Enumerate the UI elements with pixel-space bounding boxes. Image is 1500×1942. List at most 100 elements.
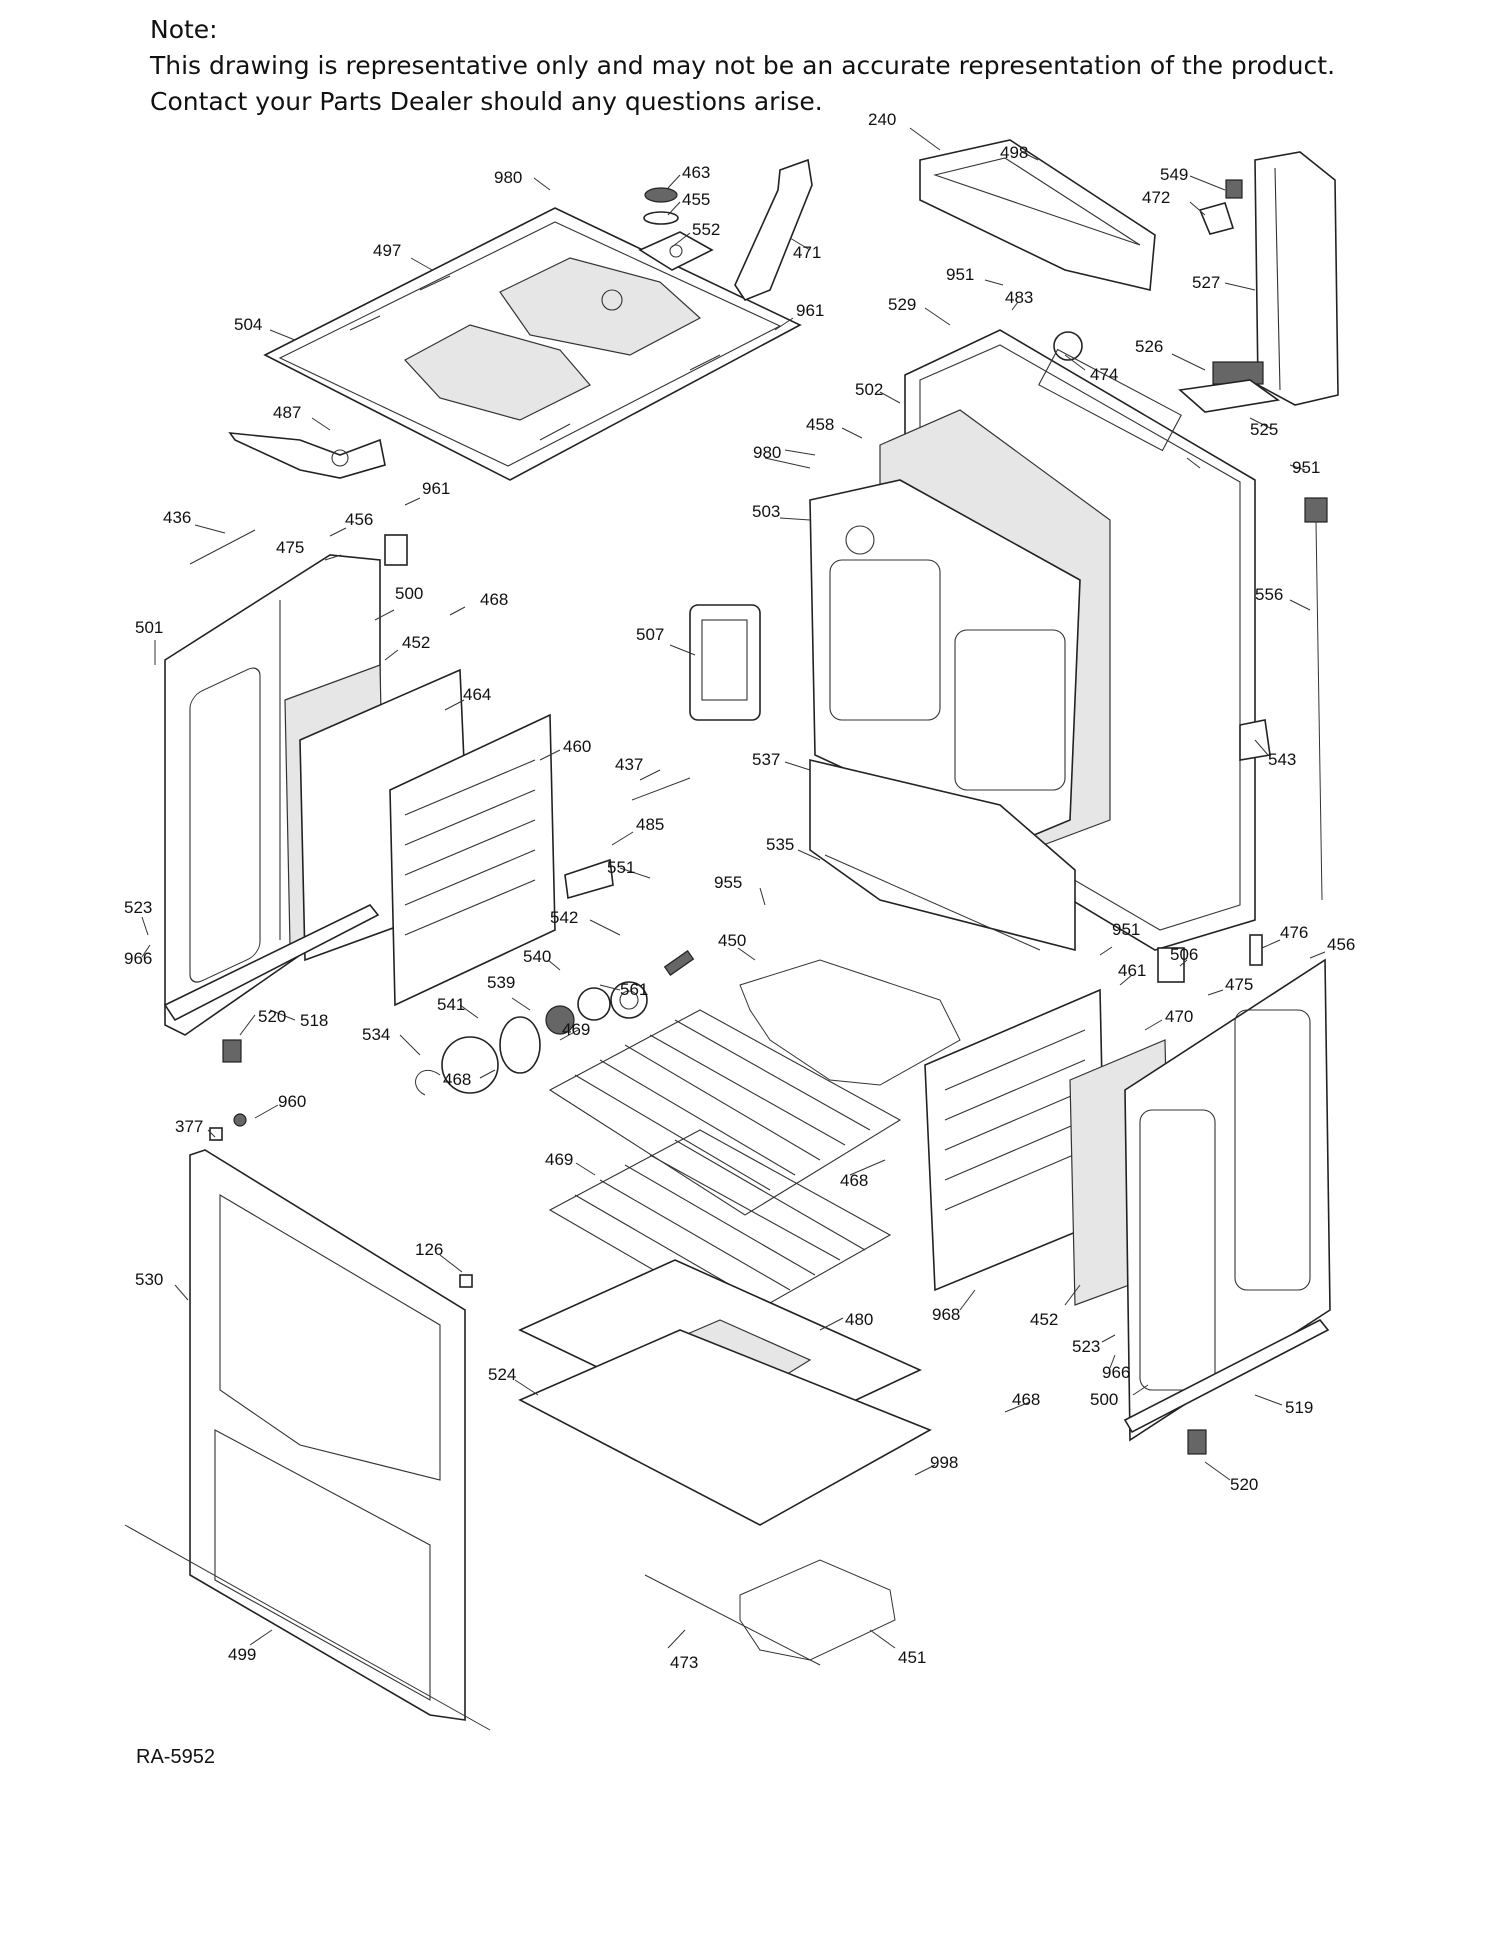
note-line-1: This drawing is representative only and … [150, 51, 1336, 80]
callout-537: 537 [752, 750, 780, 769]
callout-leaders [141, 127, 1326, 1649]
callout-450: 450 [718, 931, 746, 950]
callout-377: 377 [175, 1117, 203, 1136]
callout-955: 955 [714, 873, 742, 892]
note-line-2: Contact your Parts Dealer should any que… [150, 87, 823, 116]
callout-535: 535 [766, 835, 794, 854]
front-frame [189, 1149, 466, 1721]
callout-951-top: 951 [946, 265, 974, 284]
callout-452-left: 452 [402, 633, 430, 652]
callout-475-right: 475 [1225, 975, 1253, 994]
callout-487: 487 [273, 403, 301, 422]
control-bracket [689, 604, 761, 721]
callout-460: 460 [563, 737, 591, 756]
callout-540: 540 [523, 947, 551, 966]
callout-472: 472 [1142, 188, 1170, 207]
power-cord [1304, 497, 1328, 901]
callout-464: 464 [463, 685, 491, 704]
lower-panel [809, 758, 1076, 952]
callout-539: 539 [487, 973, 515, 992]
cooktop-top-panel [263, 207, 802, 481]
callout-519: 519 [1285, 1398, 1313, 1417]
burner-components [638, 187, 714, 271]
disclaimer-note: Note: This drawing is representative onl… [150, 12, 1335, 120]
callout-951-right: 951 [1292, 458, 1320, 477]
callout-534: 534 [362, 1025, 390, 1044]
note-heading: Note: [150, 15, 218, 44]
callout-980-top: 980 [494, 168, 522, 187]
callout-500-top: 500 [395, 584, 423, 603]
callout-525: 525 [1250, 420, 1278, 439]
callout-527: 527 [1192, 273, 1220, 292]
callout-501: 501 [135, 618, 163, 637]
callout-951-bottom: 951 [1112, 920, 1140, 939]
callout-523-right: 523 [1072, 1337, 1100, 1356]
callout-502: 502 [855, 380, 883, 399]
callout-526: 526 [1135, 337, 1163, 356]
callout-468-light: 468 [443, 1070, 471, 1089]
callout-498: 498 [1000, 143, 1028, 162]
callout-473: 473 [670, 1653, 698, 1672]
callout-469-lower: 469 [545, 1150, 573, 1169]
plug-126 [459, 1274, 473, 1288]
callout-470: 470 [1165, 1007, 1193, 1026]
callout-451: 451 [898, 1648, 926, 1667]
callout-998: 998 [930, 1453, 958, 1472]
callout-499: 499 [228, 1645, 256, 1664]
right-oven-baffle [924, 988, 1106, 1292]
callout-529: 529 [888, 295, 916, 314]
callout-436: 436 [163, 508, 191, 527]
callout-461: 461 [1118, 961, 1146, 980]
callout-497: 497 [373, 241, 401, 260]
callout-542: 542 [550, 908, 578, 927]
drawer-rail-473 [644, 1574, 821, 1666]
bracket-476 [1249, 934, 1263, 966]
block-500-top [384, 534, 408, 566]
callout-labels: 240 498 549 472 527 980 463 455 552 471 … [124, 110, 1355, 1672]
callout-126: 126 [415, 1240, 443, 1259]
callout-966-left: 966 [124, 949, 152, 968]
right-side-panel [1124, 958, 1331, 1442]
callout-504: 504 [234, 315, 262, 334]
bottom-trim-499 [124, 1524, 491, 1731]
callout-961-top: 961 [796, 301, 824, 320]
backguard-panel [919, 139, 1156, 291]
callout-468-top: 468 [480, 590, 508, 609]
wire-436 [189, 529, 256, 565]
bake-element [739, 1559, 896, 1661]
callout-456-left: 456 [345, 510, 373, 529]
valve-assembly [228, 432, 386, 479]
bottom-plate [518, 1329, 932, 1526]
oven-rack-upper [548, 1009, 902, 1216]
leveling-leg-left [222, 1039, 242, 1063]
switch-part [1198, 179, 1243, 235]
callout-966-right: 966 [1102, 1363, 1130, 1382]
callout-543: 543 [1268, 750, 1296, 769]
callout-530: 530 [135, 1270, 163, 1289]
callout-961-mid: 961 [422, 479, 450, 498]
callout-437: 437 [615, 755, 643, 774]
callout-561: 561 [620, 980, 648, 999]
callout-552: 552 [692, 220, 720, 239]
callout-240: 240 [868, 110, 896, 129]
vent-duct-bracket [734, 158, 813, 301]
callout-968: 968 [932, 1305, 960, 1324]
left-oven-baffle [299, 668, 556, 1007]
terminal-block [1178, 361, 1281, 413]
callout-483: 483 [1005, 288, 1033, 307]
clip-377 [209, 1127, 223, 1141]
callout-474: 474 [1090, 365, 1118, 384]
callout-523-left: 523 [124, 898, 152, 917]
callout-480: 480 [845, 1310, 873, 1329]
leveling-leg-right [1187, 1429, 1207, 1455]
callout-458: 458 [806, 415, 834, 434]
oven-light-assembly [415, 950, 695, 1096]
block-506 [1157, 947, 1185, 983]
left-base-rail [163, 904, 380, 1022]
callout-469-upper: 469 [562, 1020, 590, 1039]
screw-960 [233, 1113, 247, 1127]
callout-549: 549 [1160, 165, 1188, 184]
callout-524: 524 [488, 1365, 516, 1384]
callout-468-bottom: 468 [1012, 1390, 1040, 1409]
